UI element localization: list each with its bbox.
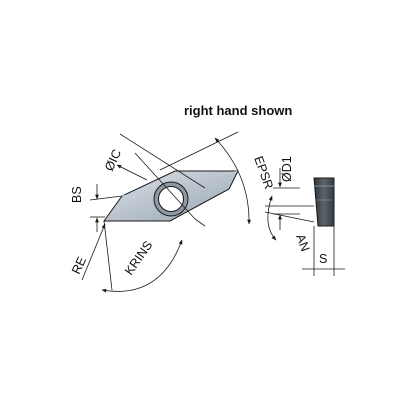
insert-side-view: [313, 177, 335, 227]
label-epsr: EPSR: [251, 154, 276, 191]
dim-epsr: [159, 131, 252, 225]
label-d1: ØD1: [280, 156, 294, 182]
dim-krins: [101, 220, 183, 293]
dim-d1: [273, 168, 300, 230]
label-krins: KRINS: [122, 238, 155, 277]
dim-ic: [116, 133, 206, 227]
dim-bs: [89, 184, 123, 232]
view-note: right hand shown: [184, 103, 292, 118]
label-bs: BS: [70, 186, 84, 203]
label-re: RE: [69, 255, 89, 277]
insert-top-view: [103, 170, 239, 222]
label-ic: ØIC: [102, 147, 124, 173]
label-s: S: [319, 252, 327, 266]
dim-s: [302, 226, 345, 276]
dim-an: [264, 195, 315, 241]
label-an: AN: [293, 232, 312, 253]
dim-re: [81, 223, 106, 281]
